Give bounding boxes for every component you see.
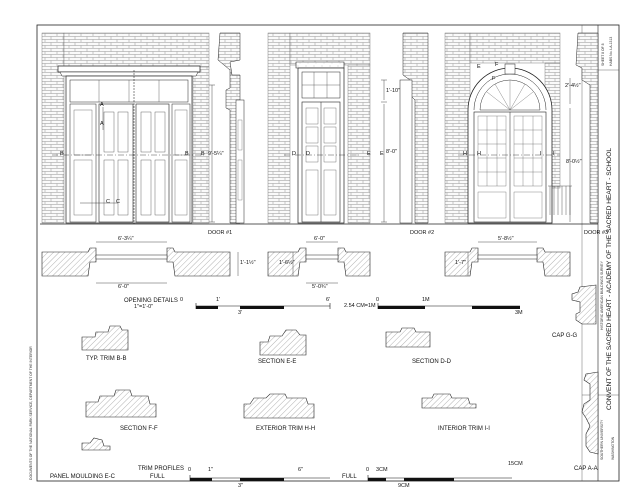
scale-imp-3: 3' [238, 310, 243, 316]
trim-scale-3: 3" [238, 483, 244, 489]
scale-metric-3: 3M [515, 310, 523, 316]
marker-b-far: B [201, 151, 205, 157]
interior-trim-label: INTERIOR TRIM I-I [438, 426, 490, 432]
opening-details-title: OPENING DETAILS [124, 298, 178, 304]
d2-height-dim: 8'-0" [386, 149, 397, 155]
marker-e-right: E [380, 151, 384, 157]
marker-e-left: E [367, 151, 371, 157]
cm-scale-full: FULL [342, 474, 357, 480]
scale-imp-0: 0 [180, 297, 184, 303]
marker-e-arch: E [477, 64, 481, 70]
door-1-elevation [41, 32, 245, 224]
door-2-elevation [267, 32, 429, 224]
sheet-number-box: SHEET 8 OF 8 [601, 43, 605, 66]
marker-i-left: I [540, 151, 542, 157]
d1-plan-bottom-dim: 6'-0" [118, 284, 129, 290]
door-3-label: DOOR #3 [584, 230, 609, 236]
trim-profiles-full: FULL [150, 474, 165, 480]
scale-metric-1: 1M [422, 297, 430, 303]
cap-aa-label: CAP A-A [574, 466, 598, 472]
marker-d-right: D [306, 151, 310, 157]
door-1-label: DOOR #1 [208, 230, 233, 236]
d3-height-dim: 8'-0½" [566, 159, 582, 165]
scale-imp-6: 6' [326, 297, 331, 303]
d2-plan-side-dim: 1'-6½" [279, 260, 295, 266]
d1-plan-side-dim: 1'-1½" [240, 260, 256, 266]
marker-i-right: I [553, 151, 555, 157]
section-ee-label: SECTION E-E [258, 359, 297, 365]
marker-h-right: H [477, 151, 481, 157]
marker-f-arch: F [495, 62, 499, 68]
scale-bars [189, 303, 520, 481]
left-margin-note: DOCUMENTS OF THE NATIONAL PARK SERVICE, … [29, 346, 33, 480]
cm-scale-15: 15CM [508, 461, 523, 467]
sheet-main-title: CONVENT OF THE SACRED HEART - ACADEMY OF… [606, 147, 613, 410]
title-block-small-left: SOUTHERN UNIVERSITY [600, 419, 604, 460]
d1-height-dim: 9'-5¼" [208, 151, 224, 157]
marker-b-left: B [60, 151, 64, 157]
scale-metric-title: 2.54 CM=1M [344, 303, 376, 309]
marker-f-arch-lower: F [492, 76, 496, 82]
marker-c-right: C [116, 199, 120, 205]
section-ff-label: SECTION F-F [120, 426, 158, 432]
trim-scale-1: 1" [208, 467, 214, 473]
survey-number: HABS No. LA-1313 [609, 36, 613, 66]
marker-a-bottom: A [100, 121, 104, 127]
marker-b-right: B [185, 151, 189, 157]
title-block-small-mid: WASHINGTON [611, 436, 615, 460]
marker-h-left: H [463, 151, 467, 157]
d3-plan-top-dim: 5'-8½" [498, 236, 514, 242]
scale-metric-0: 0 [376, 297, 380, 303]
d2-plan-bottom-dim: 5'-0¾" [312, 284, 328, 290]
cm-scale-3: 3CM [376, 467, 388, 473]
trim-profiles [81, 284, 599, 455]
section-dd-label: SECTION D-D [412, 359, 451, 365]
trim-scale-0: 0 [188, 467, 192, 473]
cap-gg-label: CAP G-G [552, 333, 578, 339]
marker-a-top: A [100, 102, 104, 108]
door-3-elevation [444, 32, 599, 224]
trim-profiles-title: TRIM PROFILES [138, 466, 185, 472]
d2-plan-top-dim: 6'-0" [314, 236, 325, 242]
door-plans [41, 241, 571, 284]
scale-imp-1: 1' [216, 297, 221, 303]
door-2-label: DOOR #2 [410, 230, 435, 236]
marker-d-left: D [292, 151, 296, 157]
cm-scale-9: 9CM [398, 483, 410, 489]
trim-scale-6: 6" [298, 467, 304, 473]
d2-transom-dim: 1'-10" [386, 88, 401, 94]
opening-details-ratio: 1"=1'-0" [134, 304, 154, 310]
d1-plan-top-dim: 6'-3¼" [118, 236, 134, 242]
cm-scale-0: 0 [366, 467, 370, 473]
typ-trim-label: TYP. TRIM B-B [86, 356, 127, 362]
exterior-trim-label: EXTERIOR TRIM H-H [256, 426, 316, 432]
d3-arch-dim: 2'-4½" [565, 83, 581, 89]
marker-c-left: C [106, 199, 110, 205]
title-block-small-right: HISTORIC AMERICAN BUILDINGS SURVEY [600, 261, 604, 330]
d3-plan-side-dim: 1'-7" [455, 260, 466, 266]
panel-moulding-label: PANEL MOULDING E-C [50, 474, 116, 480]
